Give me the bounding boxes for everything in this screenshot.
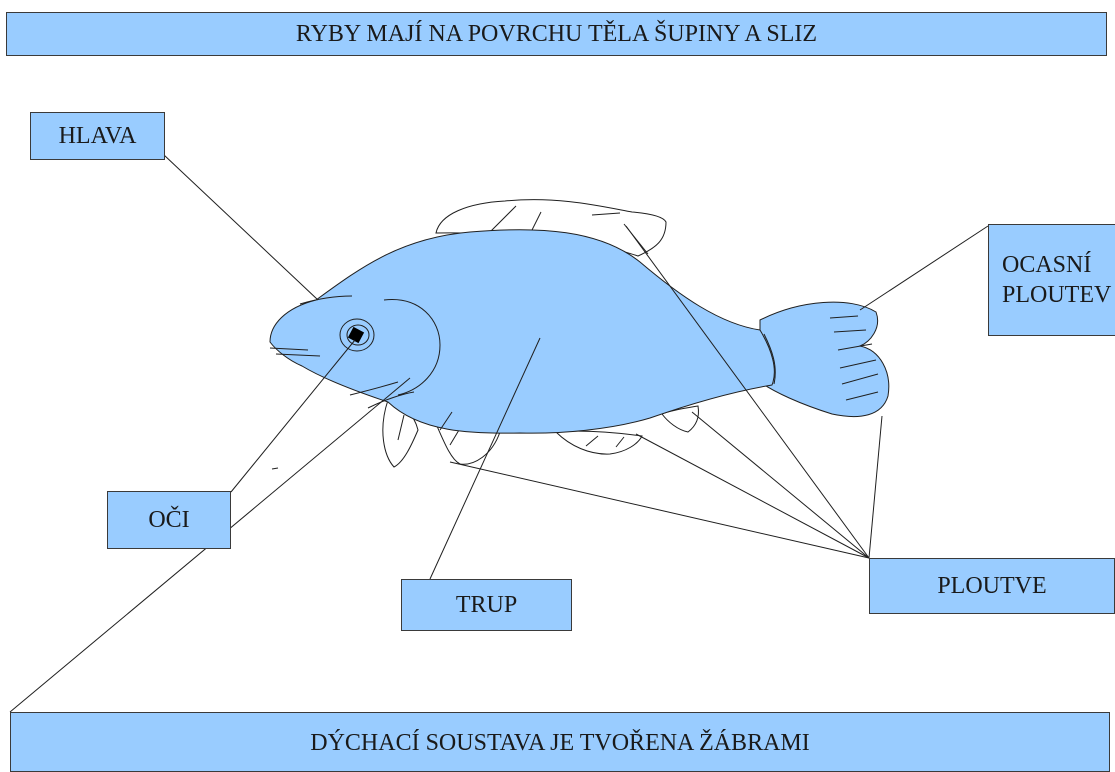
label-eyes-text: OČI xyxy=(148,506,189,534)
leader-fins-tail xyxy=(869,416,882,558)
leader-fins-anal-rear xyxy=(692,412,869,558)
tail-fin xyxy=(760,302,889,416)
label-eyes: OČI xyxy=(107,491,231,549)
leader-tail-fin xyxy=(860,226,988,310)
label-trunk-text: TRUP xyxy=(456,591,517,619)
footer-box: DÝCHACÍ SOUSTAVA JE TVOŘENA ŽÁBRAMI xyxy=(10,712,1110,772)
label-trunk: TRUP xyxy=(401,579,572,631)
label-tail-fin: OCASNÍ PLOUTEV xyxy=(988,224,1115,336)
footer-text: DÝCHACÍ SOUSTAVA JE TVOŘENA ŽÁBRAMI xyxy=(310,729,810,757)
title-box: RYBY MAJÍ NA POVRCHU TĚLA ŠUPINY A SLIZ xyxy=(6,12,1107,56)
anal-fin xyxy=(556,431,642,454)
leader-eyes xyxy=(231,340,355,492)
title-text: RYBY MAJÍ NA POVRCHU TĚLA ŠUPINY A SLIZ xyxy=(296,20,817,48)
label-fins: PLOUTVE xyxy=(869,558,1115,614)
leader-fins-anal xyxy=(636,434,869,558)
label-fins-text: PLOUTVE xyxy=(937,572,1046,600)
label-tail-fin-line2: PLOUTEV xyxy=(1002,280,1111,310)
chin-mark xyxy=(272,468,278,469)
label-tail-fin-line1: OCASNÍ xyxy=(1002,250,1091,280)
label-head: HLAVA xyxy=(30,112,165,160)
leader-head xyxy=(164,155,318,300)
leader-fins-pelvic xyxy=(450,462,869,558)
label-head-text: HLAVA xyxy=(59,122,137,150)
